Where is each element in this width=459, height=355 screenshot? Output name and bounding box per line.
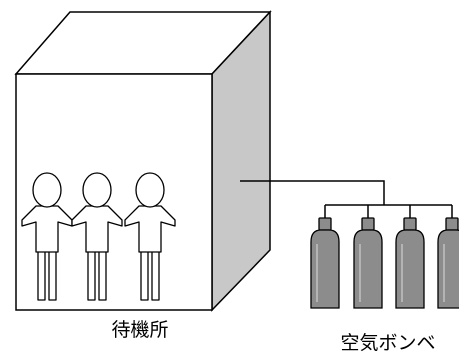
air-cylinder-4	[437, 217, 459, 309]
person-head	[82, 172, 112, 208]
people-group	[21, 172, 176, 301]
person-head	[135, 172, 165, 208]
air-cylinders-label: 空気ボンベ	[340, 332, 435, 354]
person-leg-right	[98, 249, 107, 301]
air-cylinder-1	[310, 217, 340, 309]
main-pipe	[240, 180, 385, 205]
cylinder-valve	[445, 217, 459, 231]
air-supply-piping	[240, 180, 453, 218]
air-cylinder-3	[395, 217, 425, 309]
person-figure-3	[124, 172, 176, 301]
person-figure-2	[71, 172, 123, 301]
person-leg-left	[87, 249, 96, 301]
cylinder-body	[353, 229, 383, 309]
waiting-room-label: 待機所	[111, 319, 168, 341]
person-figure-1	[21, 172, 73, 301]
person-body	[124, 205, 176, 253]
person-leg-left	[37, 249, 46, 301]
air-cylinder-2	[353, 217, 383, 309]
cylinder-body	[395, 229, 425, 309]
person-body	[71, 205, 123, 253]
cylinder-valve	[403, 217, 417, 231]
air-cylinders-group	[310, 217, 459, 309]
cylinder-body	[437, 229, 459, 309]
person-body	[21, 205, 73, 253]
cylinder-body	[310, 229, 340, 309]
person-leg-right	[48, 249, 57, 301]
person-leg-left	[140, 249, 149, 301]
person-leg-right	[151, 249, 160, 301]
cylinder-valve	[361, 217, 375, 231]
person-head	[32, 172, 62, 208]
cylinder-valve	[318, 217, 332, 231]
